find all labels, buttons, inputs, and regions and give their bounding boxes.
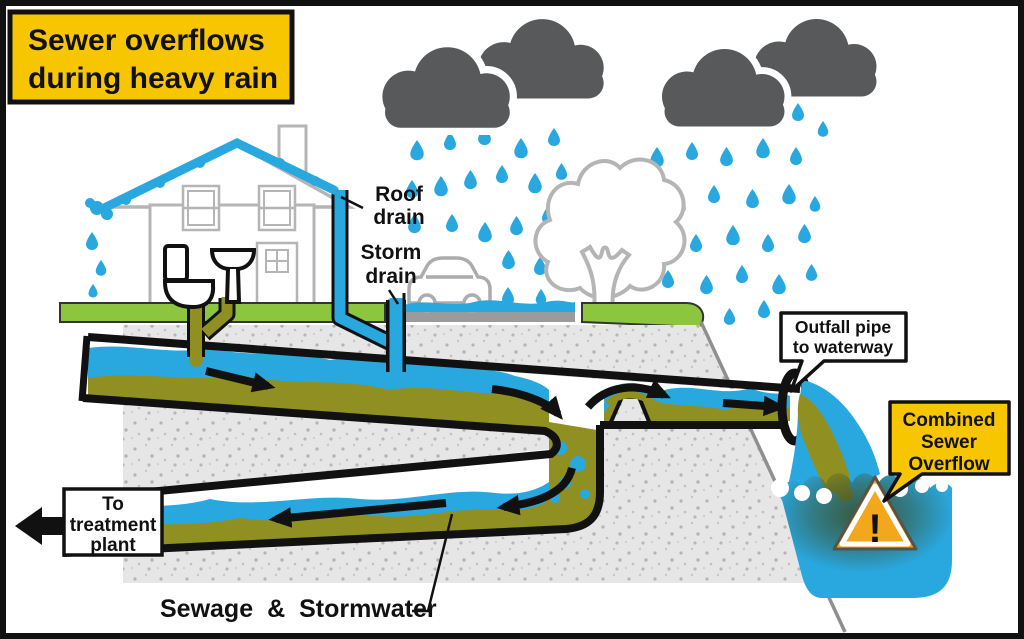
raindrop-icon bbox=[772, 274, 786, 295]
toilet-bowl bbox=[163, 279, 216, 310]
sewage-upper bbox=[88, 375, 549, 430]
raindrop-icon bbox=[762, 234, 774, 252]
flow-arrow bbox=[496, 466, 576, 516]
bathroom-fixtures bbox=[163, 244, 257, 310]
raindrop-icon bbox=[790, 147, 802, 165]
cso-label-box: Combined Sewer Overflow bbox=[882, 400, 1011, 503]
legend-stormwater: Stormwater bbox=[299, 595, 437, 623]
raindrop-icon bbox=[817, 121, 829, 137]
pipe-walls bbox=[62, 333, 801, 557]
raindrop-icon bbox=[555, 163, 568, 180]
flow-arrows bbox=[205, 367, 787, 528]
raindrop-icon bbox=[720, 147, 733, 167]
grass-right bbox=[581, 302, 705, 329]
gutter-drip-icon bbox=[86, 232, 98, 250]
street-runoff bbox=[404, 300, 575, 312]
outfall-label-line2: to waterway bbox=[793, 337, 893, 357]
roof-water bbox=[85, 137, 339, 298]
warning-exclamation: ! bbox=[868, 507, 881, 551]
flow-arrow bbox=[722, 395, 787, 417]
roof-drain-pipe bbox=[334, 190, 398, 350]
door bbox=[255, 241, 299, 310]
raindrop-icon bbox=[726, 225, 740, 246]
cso-label-line2: Sewer bbox=[921, 432, 978, 453]
raindrop-icon bbox=[686, 142, 698, 160]
flow-arrow bbox=[205, 367, 276, 393]
svg-text:drain: drain bbox=[373, 206, 424, 229]
storm-drain-label: Storm drain bbox=[361, 241, 422, 305]
flow-arrow bbox=[268, 499, 447, 528]
sewage-discharge bbox=[189, 353, 203, 367]
treatment-label-line2: treatment bbox=[70, 515, 157, 536]
raindrop-icon bbox=[700, 275, 713, 295]
raindrop-icon bbox=[798, 224, 811, 244]
page-title-line2: during heavy rain bbox=[28, 62, 278, 95]
roof-drain-label: Roof drain bbox=[340, 183, 425, 229]
cso-label-line3: Overflow bbox=[908, 454, 990, 475]
tree bbox=[533, 157, 687, 312]
sewage-over-weir bbox=[605, 391, 656, 407]
window-right bbox=[257, 184, 297, 232]
raindrop-icon bbox=[548, 128, 560, 146]
raindrop-icon bbox=[736, 265, 748, 283]
raindrop-icon bbox=[805, 264, 818, 281]
raindrop-icon bbox=[758, 300, 770, 318]
toilet-tank bbox=[163, 244, 189, 282]
treatment-label-line1: To bbox=[102, 494, 124, 515]
raindrop-icon bbox=[723, 308, 736, 325]
to-treatment-arrow-icon bbox=[15, 507, 64, 545]
raindrop-icon bbox=[410, 140, 424, 161]
flow-arrow bbox=[491, 385, 563, 420]
tree-trunk bbox=[579, 244, 632, 312]
sink-basin bbox=[209, 248, 257, 271]
flow-arrow bbox=[584, 379, 671, 410]
page-title-line1: Sewer overflows bbox=[28, 24, 265, 57]
gutter-drip-icon bbox=[95, 260, 107, 276]
tree-canopy bbox=[533, 157, 687, 300]
outfall-label-box: Outfall pipe to waterway bbox=[779, 311, 908, 393]
raindrop-icon bbox=[510, 216, 523, 236]
raindrop-icon bbox=[496, 165, 508, 183]
raindrop-icon bbox=[792, 103, 804, 121]
window-left bbox=[181, 184, 221, 232]
svg-text:Roof: Roof bbox=[375, 183, 424, 206]
legend: Sewage & Stormwater bbox=[160, 513, 454, 623]
gutter-drip-icon bbox=[88, 284, 98, 298]
raindrop-icon bbox=[502, 250, 515, 270]
raindrop-icon bbox=[746, 189, 759, 209]
treatment-label-line3: plant bbox=[90, 535, 136, 556]
raindrop-icon bbox=[434, 176, 448, 197]
raindrop-icon bbox=[528, 173, 542, 194]
raindrop-icon bbox=[756, 138, 770, 159]
raindrop-icon bbox=[464, 170, 477, 190]
warning-triangle-icon: ! bbox=[832, 475, 918, 551]
svg-text:Sewage & Stormwate: Sewage & Stormwater bbox=[160, 595, 437, 623]
raindrop-icon bbox=[708, 185, 720, 203]
sink-pedestal bbox=[224, 268, 242, 304]
cso-label-line1: Combined bbox=[903, 410, 996, 431]
svg-text:Storm: Storm bbox=[361, 241, 422, 264]
raindrop-icon bbox=[446, 214, 458, 232]
raindrop-icon bbox=[478, 222, 492, 243]
sewage-lower bbox=[63, 422, 597, 551]
house-drains bbox=[187, 190, 406, 372]
legend-sewage: Sewage bbox=[160, 595, 253, 623]
legend-amp: & bbox=[267, 595, 285, 623]
raindrop-icon bbox=[809, 196, 821, 212]
outfall-label-line1: Outfall pipe bbox=[795, 317, 892, 337]
title-box: Sewer overflows during heavy rain bbox=[7, 9, 295, 105]
raindrop-icon bbox=[514, 138, 528, 159]
waterway: ! bbox=[771, 380, 952, 598]
treatment-label-box: To treatment plant bbox=[62, 487, 164, 557]
svg-text:drain: drain bbox=[365, 265, 416, 288]
raindrop-icon bbox=[690, 234, 702, 252]
raindrop-icon bbox=[782, 184, 796, 205]
